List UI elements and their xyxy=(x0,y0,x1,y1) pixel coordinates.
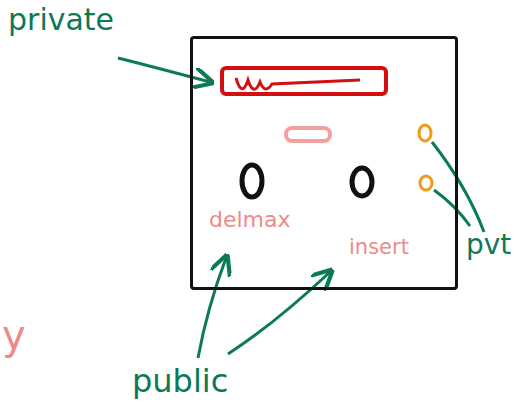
class-box: delmax insert xyxy=(190,36,458,290)
method-name: delmax xyxy=(209,207,291,232)
eye-circle xyxy=(242,165,262,197)
private-method-dot xyxy=(419,125,431,141)
pink-field xyxy=(286,128,330,141)
annotation-pvt: pvt xyxy=(466,228,511,261)
leader-line xyxy=(432,142,484,232)
eye-circle xyxy=(352,168,372,196)
cropped-letter: y xyxy=(2,312,26,358)
annotation-private: private xyxy=(8,2,114,37)
private-scribble xyxy=(236,78,360,89)
private-field xyxy=(222,68,386,94)
method-name: insert xyxy=(349,235,409,259)
private-method-dot xyxy=(420,176,432,190)
leader-arrow xyxy=(198,258,226,358)
leader-arrow xyxy=(118,58,210,82)
leader-arrow xyxy=(228,272,330,354)
annotation-public: public xyxy=(132,362,228,400)
leader-line xyxy=(434,190,470,226)
